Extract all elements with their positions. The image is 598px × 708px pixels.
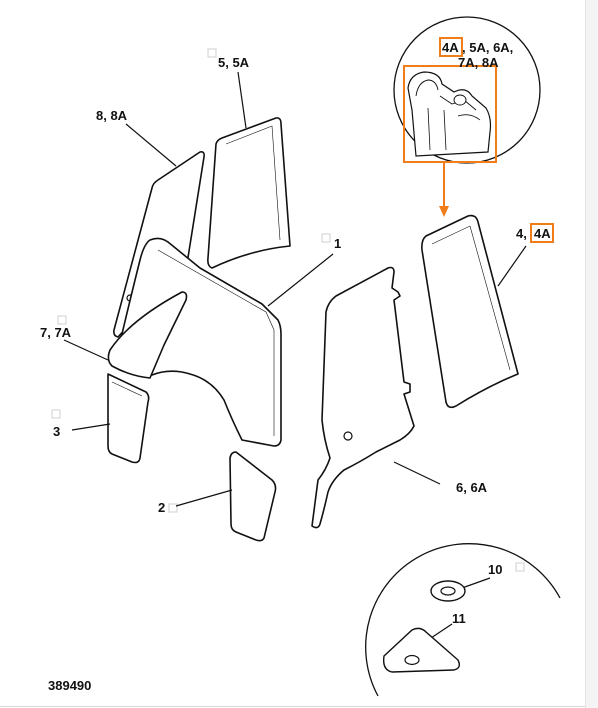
leader-10 bbox=[461, 577, 491, 589]
part-7-lower-glass bbox=[107, 291, 188, 379]
callout-11: 11 bbox=[452, 611, 466, 626]
callout-2: 2 bbox=[158, 500, 165, 515]
detail-label-line2: 7A, 8A bbox=[458, 55, 499, 70]
leader-8 bbox=[125, 123, 177, 167]
callout-4-prefix: 4, bbox=[516, 226, 527, 241]
leader-3 bbox=[71, 423, 111, 431]
vertical-scrollbar[interactable] bbox=[585, 0, 598, 708]
leader-5 bbox=[237, 71, 247, 129]
detail-circle-top bbox=[393, 16, 541, 164]
callout-4a-highlight-box bbox=[530, 223, 554, 243]
callout-1: 1 bbox=[334, 236, 341, 251]
callout-10: 10 bbox=[488, 562, 502, 577]
label-marks bbox=[51, 48, 525, 572]
part-3-small-glass bbox=[107, 373, 150, 464]
part-6-door-glass bbox=[311, 266, 415, 529]
figure-reference-number: 389490 bbox=[48, 678, 91, 693]
highlight-arrow-head bbox=[439, 206, 449, 217]
leader-2 bbox=[175, 489, 233, 507]
part-2-glass bbox=[229, 451, 277, 542]
detail-highlight-box bbox=[403, 65, 497, 163]
part-4-windscreen bbox=[421, 214, 519, 409]
part-5-quarter-glass bbox=[207, 117, 291, 269]
leader-7 bbox=[63, 339, 109, 361]
leader-6 bbox=[393, 461, 441, 485]
detail-label-line1: , 5A, 6A, bbox=[462, 40, 513, 55]
detail-label-4a: 4A bbox=[442, 40, 459, 55]
callout-5-5a: 5, 5A bbox=[218, 55, 250, 70]
leader-4 bbox=[497, 245, 527, 287]
detail-4a-highlight-box bbox=[439, 37, 463, 57]
part-1-rear-panel bbox=[113, 237, 282, 447]
callout-8-8a: 8, 8A bbox=[96, 108, 128, 123]
detail-circle-bottom bbox=[365, 543, 561, 697]
callout-4a: 4A bbox=[534, 226, 551, 241]
callout-7-7a: 7, 7A bbox=[40, 325, 72, 340]
leader-1 bbox=[267, 253, 334, 307]
callout-6-6a: 6, 6A bbox=[456, 480, 488, 495]
callout-3: 3 bbox=[53, 424, 60, 439]
